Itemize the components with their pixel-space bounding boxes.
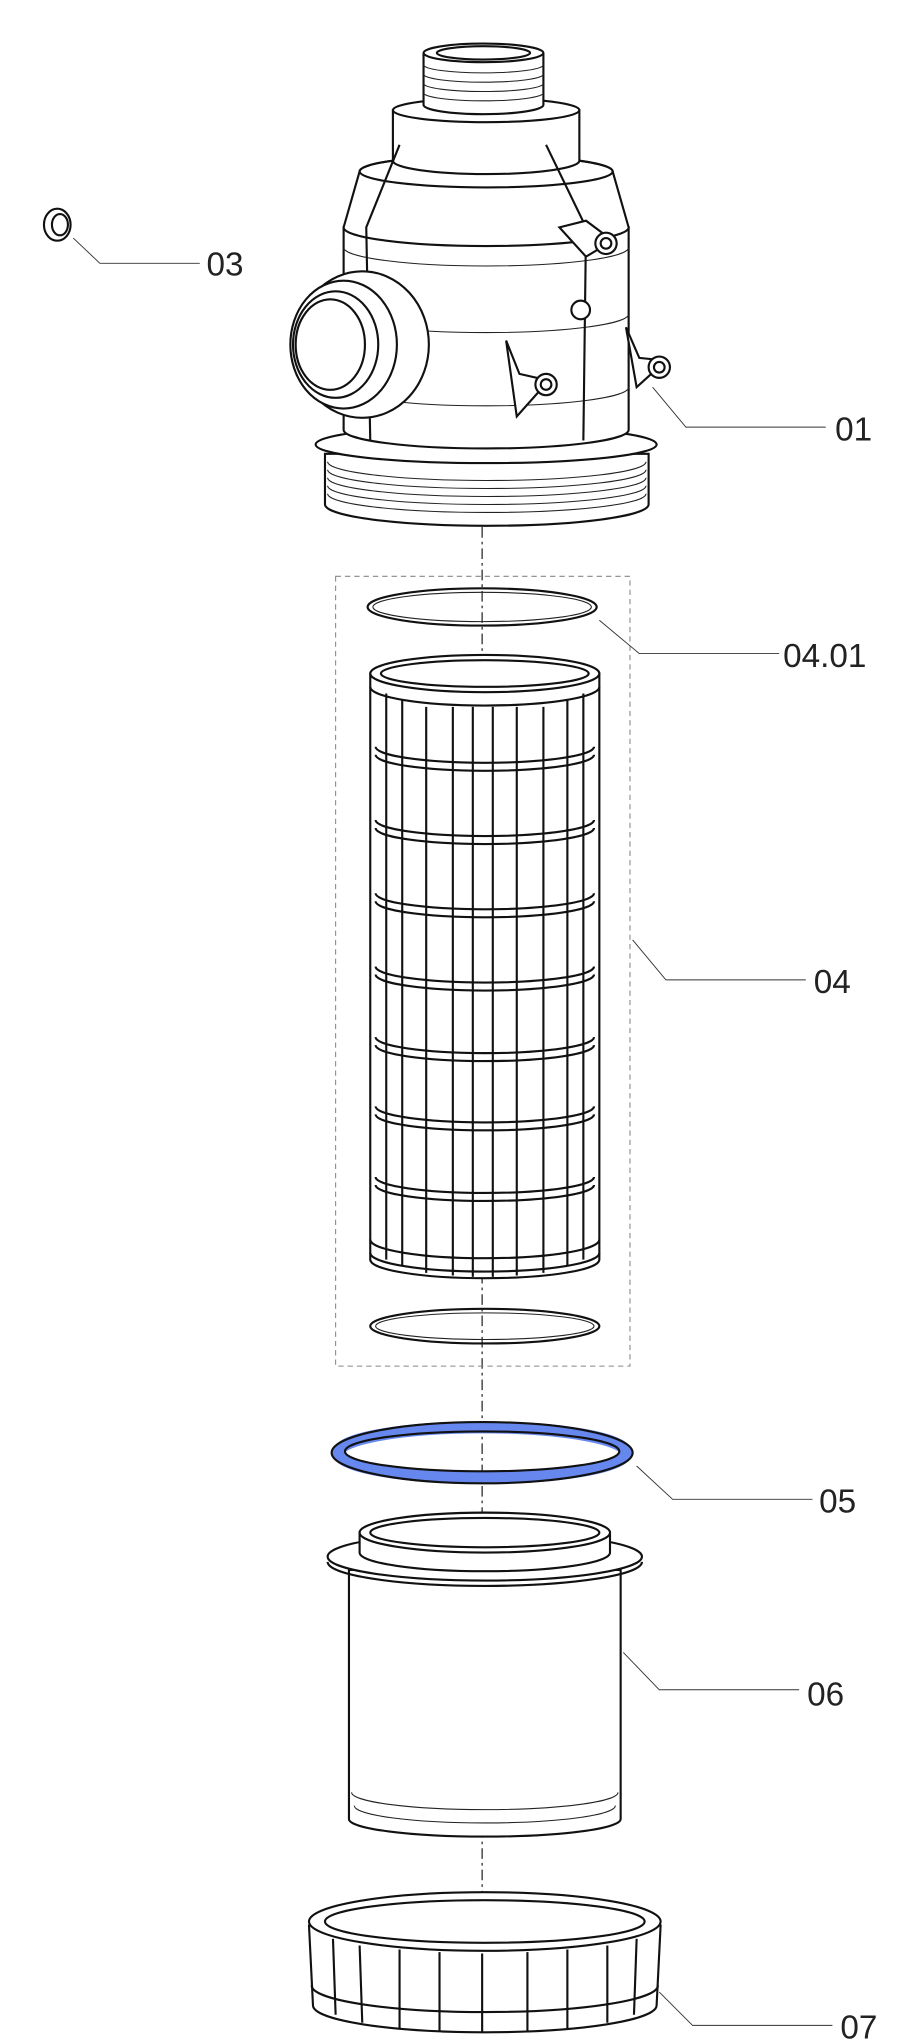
part-label-05: 05 [819,1484,856,1521]
part-label-04: 04 [814,964,851,1001]
part-07-ring-nut[interactable]: 07 [307,1891,877,2041]
part-label-03: 03 [206,246,243,283]
part-06-bowl[interactable]: 06 [326,1511,845,1838]
part-04-cartridge[interactable]: 04 [369,653,851,1280]
cartridge-group-box [335,575,631,1367]
part-label-07: 07 [840,2010,877,2041]
part-label-06: 06 [807,1677,844,1714]
part-05-oring-highlighted[interactable]: 05 [330,1420,856,1521]
cartridge-bottom-oring [369,1307,601,1345]
part-04-01-oring[interactable]: 04.01 [366,587,867,675]
part-03-seal[interactable]: 03 [42,207,244,284]
part-01-housing[interactable]: 01 [289,42,872,527]
part-label-01: 01 [835,411,872,448]
part-label-04-01: 04.01 [783,638,866,675]
